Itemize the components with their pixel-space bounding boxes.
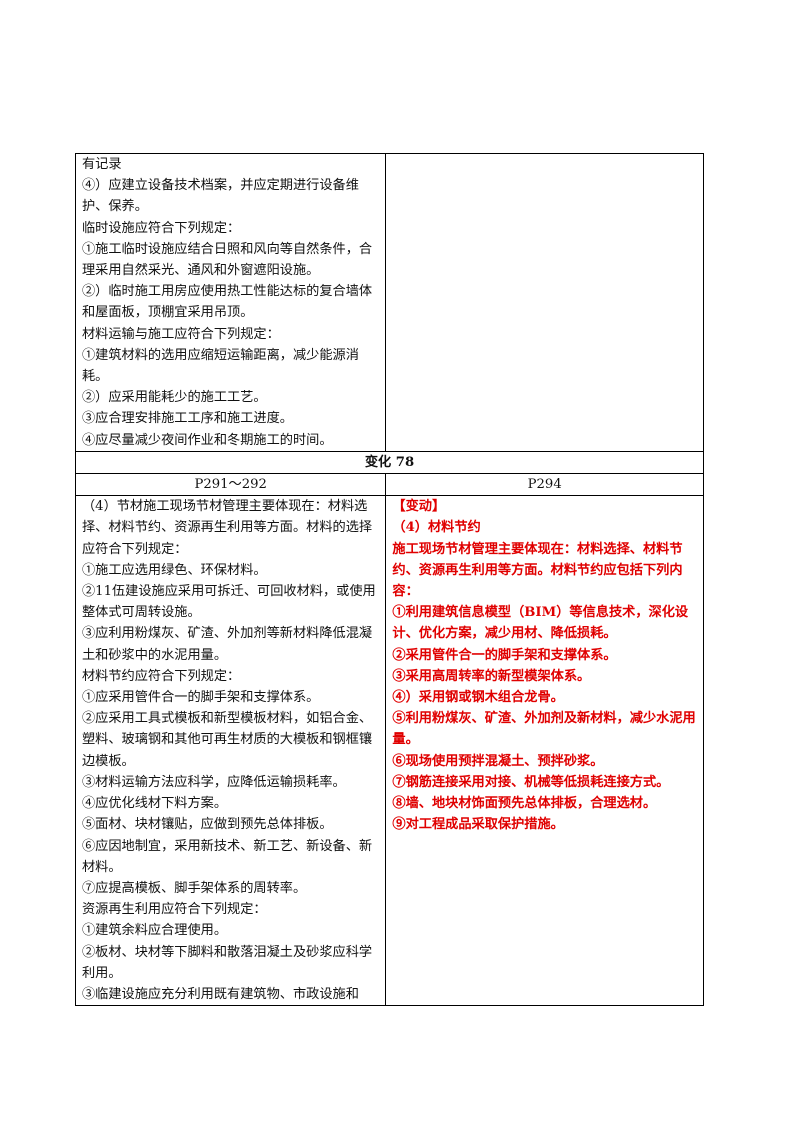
text-line: ⑥应因地制宜，采用新技术、新工艺、新设备、新材料。 xyxy=(82,838,373,875)
text-line: ③应利用粉煤灰、矿渣、外加剂等新材料降低混凝土和砂浆中的水泥用量。 xyxy=(82,626,373,663)
text-line: ⑦应提高模板、脚手架体系的周转率。 xyxy=(82,880,307,896)
table-row: 有记录 ④）应建立设备技术档案，并应定期进行设备维护、保养。 临时设施应符合下列… xyxy=(74,153,704,452)
text-line: 材料节约应符合下列规定： xyxy=(82,668,241,684)
text-line: 资源再生利用应符合下列规定： xyxy=(82,902,267,918)
text-line: ①施工临时设施应结合日照和风向等自然条件，合理采用自然采光、通风和外窗遮阳设施。 xyxy=(82,241,373,279)
change-line: ④）采用钢或钢木组合龙骨。 xyxy=(392,690,564,706)
change-line: ⑤利用粉煤灰、矿渣、外加剂及新材料，减少水泥用量。 xyxy=(392,711,696,748)
left-page-reference: P291～292 xyxy=(74,473,387,497)
section-title: 变化 78 xyxy=(75,450,704,475)
text-line: ③材料运输方法应科学，应降低运输损耗率。 xyxy=(82,774,346,790)
text-line: ①施工应选用绿色、环保材料。 xyxy=(82,562,267,578)
block1-left-cell: 有记录 ④）应建立设备技术档案，并应定期进行设备维护、保养。 临时设施应符合下列… xyxy=(74,153,387,452)
change-line: ①利用建筑信息模型（BIM）等信息技术，深化设计、优化方案，减少用材、降低损耗。 xyxy=(392,605,689,642)
block2-right-cell: 【变动】 （4）材料节约 施工现场节材管理主要体现在：材料选择、材料节约、资源再… xyxy=(385,495,704,1007)
text-line: 有记录 xyxy=(82,157,122,172)
right-page-reference: P294 xyxy=(385,473,704,497)
text-line: 材料运输与施工应符合下列规定： xyxy=(82,326,280,342)
change-line: ③采用高周转率的新型模架体系。 xyxy=(392,668,591,684)
block2-left-cell: （4）节材施工现场节材管理主要体现在：材料选择、材料节约、资源再生利用等方面。材… xyxy=(74,495,387,1007)
text-line: （4）节材施工现场节材管理主要体现在：材料选择、材料节约、资源再生利用等方面。材… xyxy=(82,499,373,557)
text-line: ③临建设施应充分利用既有建筑物、市政设施和 xyxy=(82,986,359,1002)
text-line: ④应优化线材下料方案。 xyxy=(82,796,228,812)
text-line: ④）应建立设备技术档案，并应定期进行设备维护、保养。 xyxy=(82,178,359,215)
text-line: ③应合理安排施工工序和施工进度。 xyxy=(82,411,293,427)
change-line: （4）材料节约 xyxy=(392,520,481,536)
text-line: ④应尽量减少夜间作业和冬期施工的时间。 xyxy=(82,432,333,448)
text-line: ①建筑余料应合理使用。 xyxy=(82,923,228,939)
block1-right-cell xyxy=(385,153,704,452)
text-line: ②板材、块材等下脚料和散落泪凝土及砂浆应科学利用。 xyxy=(82,944,373,981)
text-line: ①建筑材料的选用应缩短运输距离，减少能源消耗。 xyxy=(82,347,359,385)
change-line: ⑦钢筋连接采用对接、机械等低损耗连接方式。 xyxy=(392,774,670,790)
text-line: ②11伍建设施应采用可拆迁、可回收材料，或使用整体式可周转设施。 xyxy=(82,584,376,621)
change-line: ②采用管件合一的脚手架和支撑体系。 xyxy=(392,647,617,663)
text-line: ⑤面材、块材镶贴，应做到预先总体排板。 xyxy=(82,817,333,833)
text-line: ②）临时施工用房应使用热工性能达标的复合墙体和屋面板，顶棚宜采用吊顶。 xyxy=(82,284,373,321)
table-row: （4）节材施工现场节材管理主要体现在：材料选择、材料节约、资源再生利用等方面。材… xyxy=(74,495,704,1007)
text-line: ②）应采用能耗少的施工工艺。 xyxy=(82,390,267,406)
page-reference-row: P291～292 P294 xyxy=(74,473,704,497)
text-line: 临时设施应符合下列规定： xyxy=(82,220,241,236)
text-line: ②应采用工具式模板和新型模板材料，如铝合金、塑料、玻璃钢和其他可再生材质的大模板… xyxy=(82,711,373,769)
change-line: 施工现场节材管理主要体现在：材料选择、材料节约、资源再生利用等方面。材料节约应包… xyxy=(392,541,683,600)
change-line: ⑥现场使用预拌混凝土、预拌砂浆。 xyxy=(392,753,604,769)
section-title-row: 变化 78 xyxy=(75,450,704,475)
change-marker: 【变动】 xyxy=(392,499,446,515)
change-line: ⑧墙、地块材饰面预先总体排板，合理选材。 xyxy=(392,796,657,812)
comparison-table: 有记录 ④）应建立设备技术档案，并应定期进行设备维护、保养。 临时设施应符合下列… xyxy=(74,153,704,1007)
text-line: ①应采用管件合一的脚手架和支撑体系。 xyxy=(82,690,320,706)
change-line: ⑨对工程成品采取保护措施。 xyxy=(392,817,564,833)
